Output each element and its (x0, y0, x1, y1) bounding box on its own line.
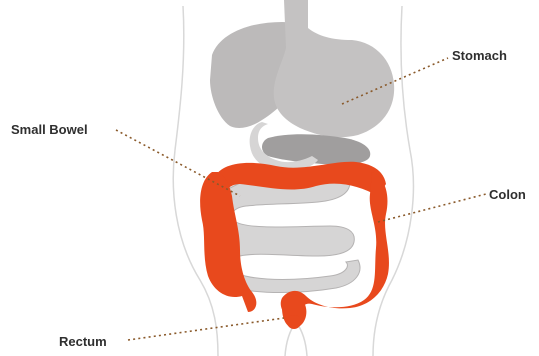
stomach-label: Stomach (452, 49, 507, 62)
stomach (274, 0, 394, 137)
small-bowel-label: Small Bowel (11, 123, 88, 136)
rectum-end (287, 315, 301, 329)
leader-line-colon (378, 194, 486, 222)
rectum-label: Rectum (59, 335, 107, 348)
colon-label: Colon (489, 188, 526, 201)
leader-line-rectum (128, 318, 284, 340)
